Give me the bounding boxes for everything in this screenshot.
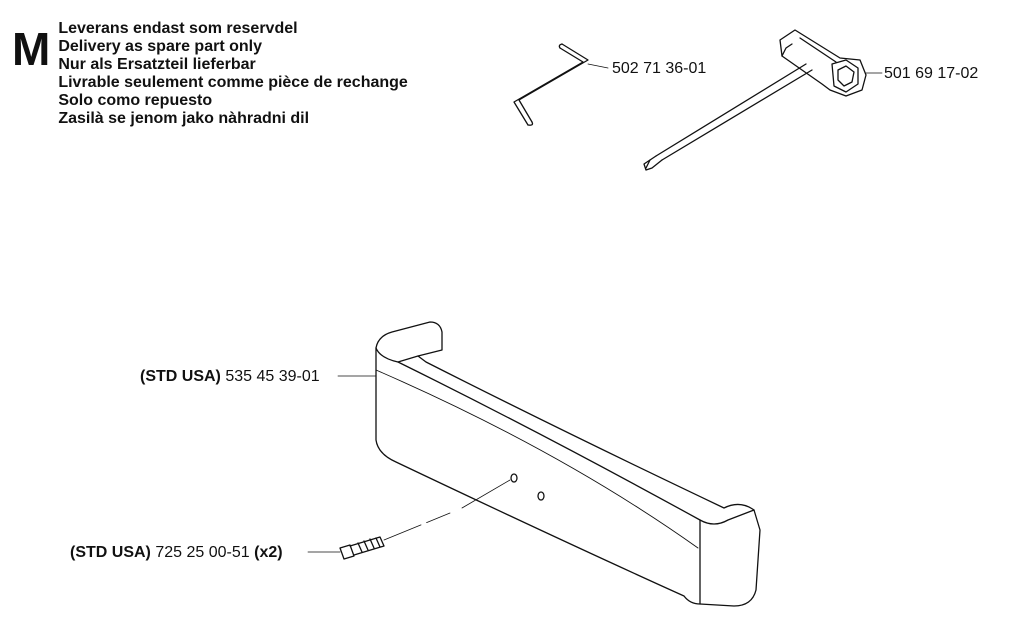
screw-part-prefix: (STD USA)	[70, 544, 151, 561]
hex-key-part-label: 502 71 36-01	[612, 60, 706, 78]
legend-line-sv: Leverans endast som reservdel	[58, 20, 298, 37]
combi-wrench-drawing	[643, 29, 883, 171]
legend-lines: Leverans endast som reservdel Delivery a…	[58, 20, 407, 128]
combi-wrench-part-label: 501 69 17-02	[884, 65, 978, 83]
bumper-drawing	[337, 321, 761, 607]
legend-line-de: Nur als Ersatzteil lieferbar	[58, 56, 256, 73]
legend-line-fr: Livrable seulement comme pièce de rechan…	[58, 74, 408, 91]
combi-wrench-part-number: 501 69 17-02	[884, 65, 979, 82]
legend-line-en: Delivery as spare part only	[58, 38, 262, 55]
legend-letter: M	[12, 23, 51, 75]
screw-part-label: (STD USA) 725 25 00-51 (x2)	[70, 544, 283, 562]
screw-part-qty: (x2)	[254, 544, 283, 561]
hex-key-drawing	[513, 43, 609, 126]
bumper-part-number: 535 45 39-01	[225, 368, 320, 385]
screw-drawing	[307, 479, 511, 560]
hex-key-part-number: 502 71 36-01	[612, 60, 707, 77]
bumper-part-prefix: (STD USA)	[140, 368, 221, 385]
screw-part-number: 725 25 00-51	[155, 544, 250, 561]
bumper-part-label: (STD USA) 535 45 39-01	[140, 368, 320, 386]
legend: M Leverans endast som reservdel Delivery…	[12, 20, 408, 128]
legend-line-es: Solo como repuesto	[58, 92, 213, 109]
legend-line-cs: Zasilà se jenom jako nàhradni dil	[58, 110, 310, 127]
